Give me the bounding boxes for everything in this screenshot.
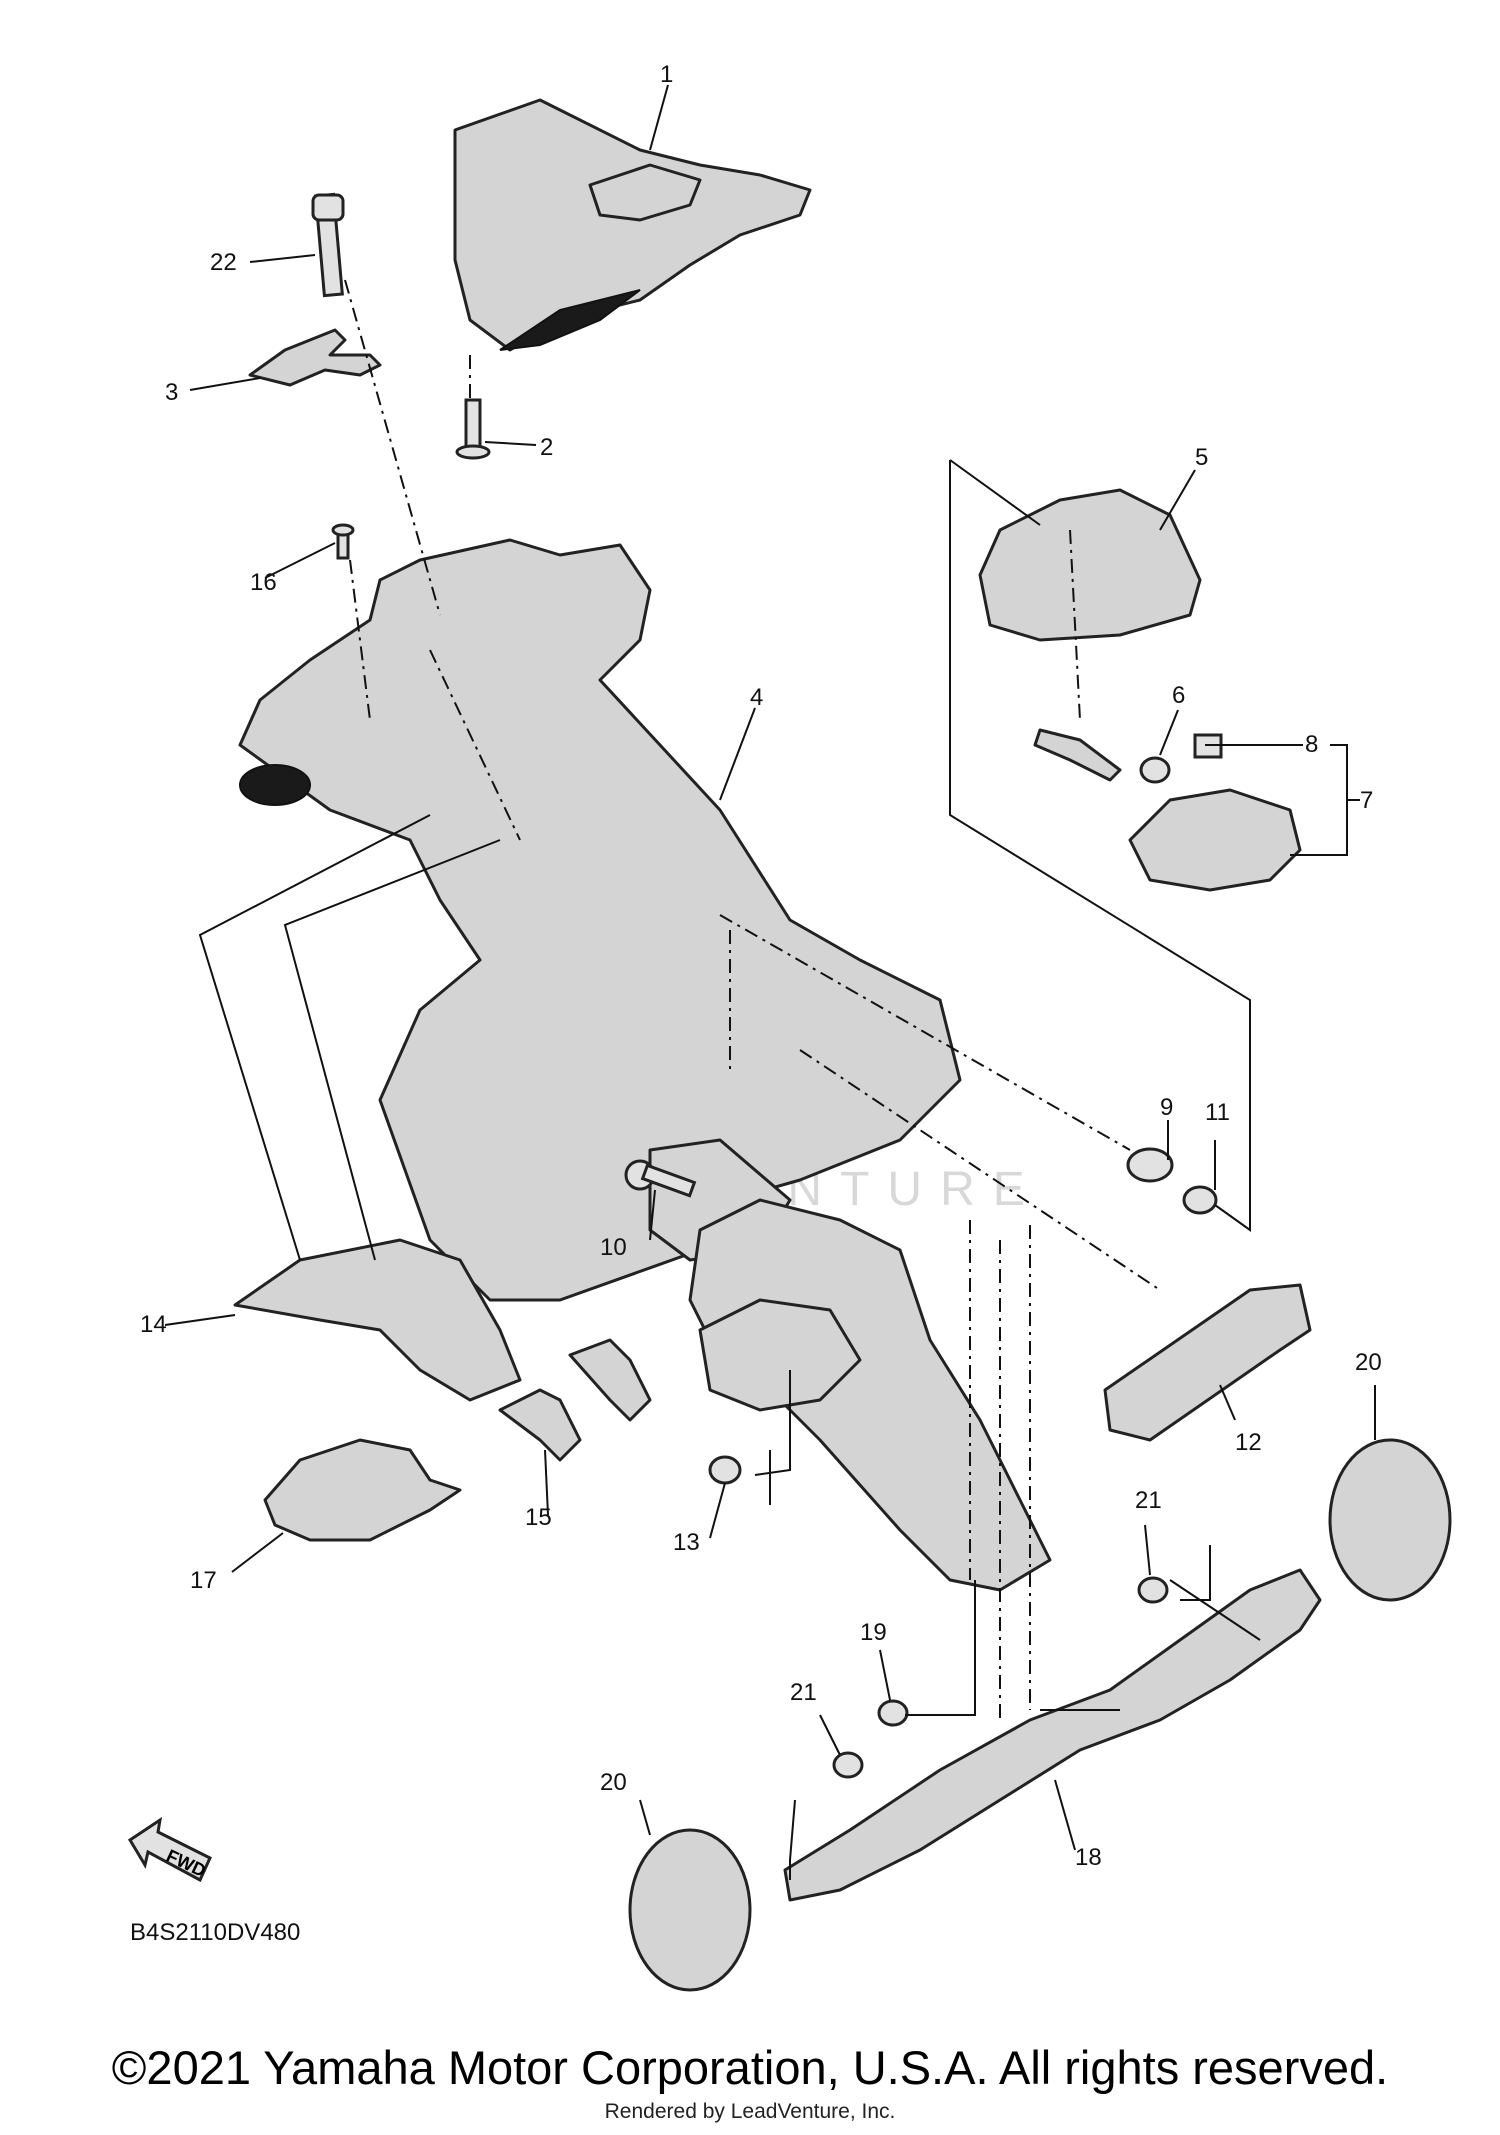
callout-20-lower: 20 — [600, 1769, 627, 1796]
part-9-grommet — [1126, 1147, 1174, 1183]
guide-lines — [344, 279, 1161, 1720]
callout-6: 6 — [1172, 682, 1185, 709]
part-18-plate-bracket — [783, 1568, 1322, 1902]
part-7-light-unit — [1033, 728, 1302, 892]
part-21-nut-upper — [1137, 1576, 1169, 1604]
part-20-disc-right — [1328, 1438, 1452, 1602]
part-6-grommet — [1139, 756, 1171, 784]
callout-14: 14 — [140, 1311, 167, 1338]
callout-1: 1 — [660, 61, 673, 88]
callout-18: 18 — [1075, 1844, 1102, 1871]
callout-7: 7 — [1360, 787, 1373, 814]
callout-2: 2 — [540, 434, 553, 461]
fwd-arrow-icon: FWD — [127, 1816, 212, 1883]
callout-9: 9 — [1160, 1094, 1173, 1121]
part-11-nut — [1182, 1185, 1218, 1215]
part-16-screw — [331, 523, 355, 560]
part-4-lower-arm — [688, 1198, 1052, 1592]
callout-4: 4 — [750, 684, 763, 711]
callout-15: 15 — [525, 1504, 552, 1531]
callout-3: 3 — [165, 379, 178, 406]
part-2-fastener — [455, 398, 491, 460]
callout-22: 22 — [210, 249, 237, 276]
rendered-by-credit: Rendered by LeadVenture, Inc. — [604, 2100, 896, 2123]
callout-12: 12 — [1235, 1429, 1262, 1456]
callout-17: 17 — [190, 1567, 217, 1594]
leader-lines — [164, 84, 1376, 1851]
connector-lines — [198, 459, 1261, 1880]
diagram-code: B4S2110DV480 — [130, 1919, 300, 1946]
callout-10: 10 — [600, 1234, 627, 1261]
copyright-notice: ©2021 Yamaha Motor Corporation, U.S.A. A… — [111, 2041, 1389, 2094]
callout-5: 5 — [1195, 444, 1208, 471]
part-12-reflector — [1103, 1283, 1312, 1442]
callout-20-upper: 20 — [1355, 1349, 1382, 1376]
part-19-nut — [877, 1699, 909, 1727]
part-21-nut-lower — [832, 1751, 864, 1779]
callout-13: 13 — [673, 1529, 700, 1556]
part-14-bracket — [233, 1238, 522, 1402]
callout-19: 19 — [860, 1619, 887, 1646]
part-17-bracket — [263, 1438, 462, 1542]
callout-11: 11 — [1205, 1099, 1230, 1126]
part-3-bracket — [248, 328, 382, 387]
part-22-bolt — [311, 192, 345, 298]
part-1-cover — [453, 98, 812, 352]
callout-16: 16 — [250, 569, 277, 596]
callout-8: 8 — [1305, 731, 1318, 758]
callout-21-upper: 21 — [1135, 1487, 1162, 1514]
part-13-nut — [708, 1455, 742, 1485]
part-20-disc-left — [628, 1828, 752, 1992]
part-5-housing — [978, 488, 1202, 642]
callouts: 1 22 3 2 16 4 5 6 8 7 9 11 10 12 20 14 1… — [140, 61, 1382, 1871]
callout-21-lower: 21 — [790, 1679, 817, 1706]
part-10-bolt — [624, 1159, 697, 1198]
part-15-brackets — [498, 1338, 652, 1462]
